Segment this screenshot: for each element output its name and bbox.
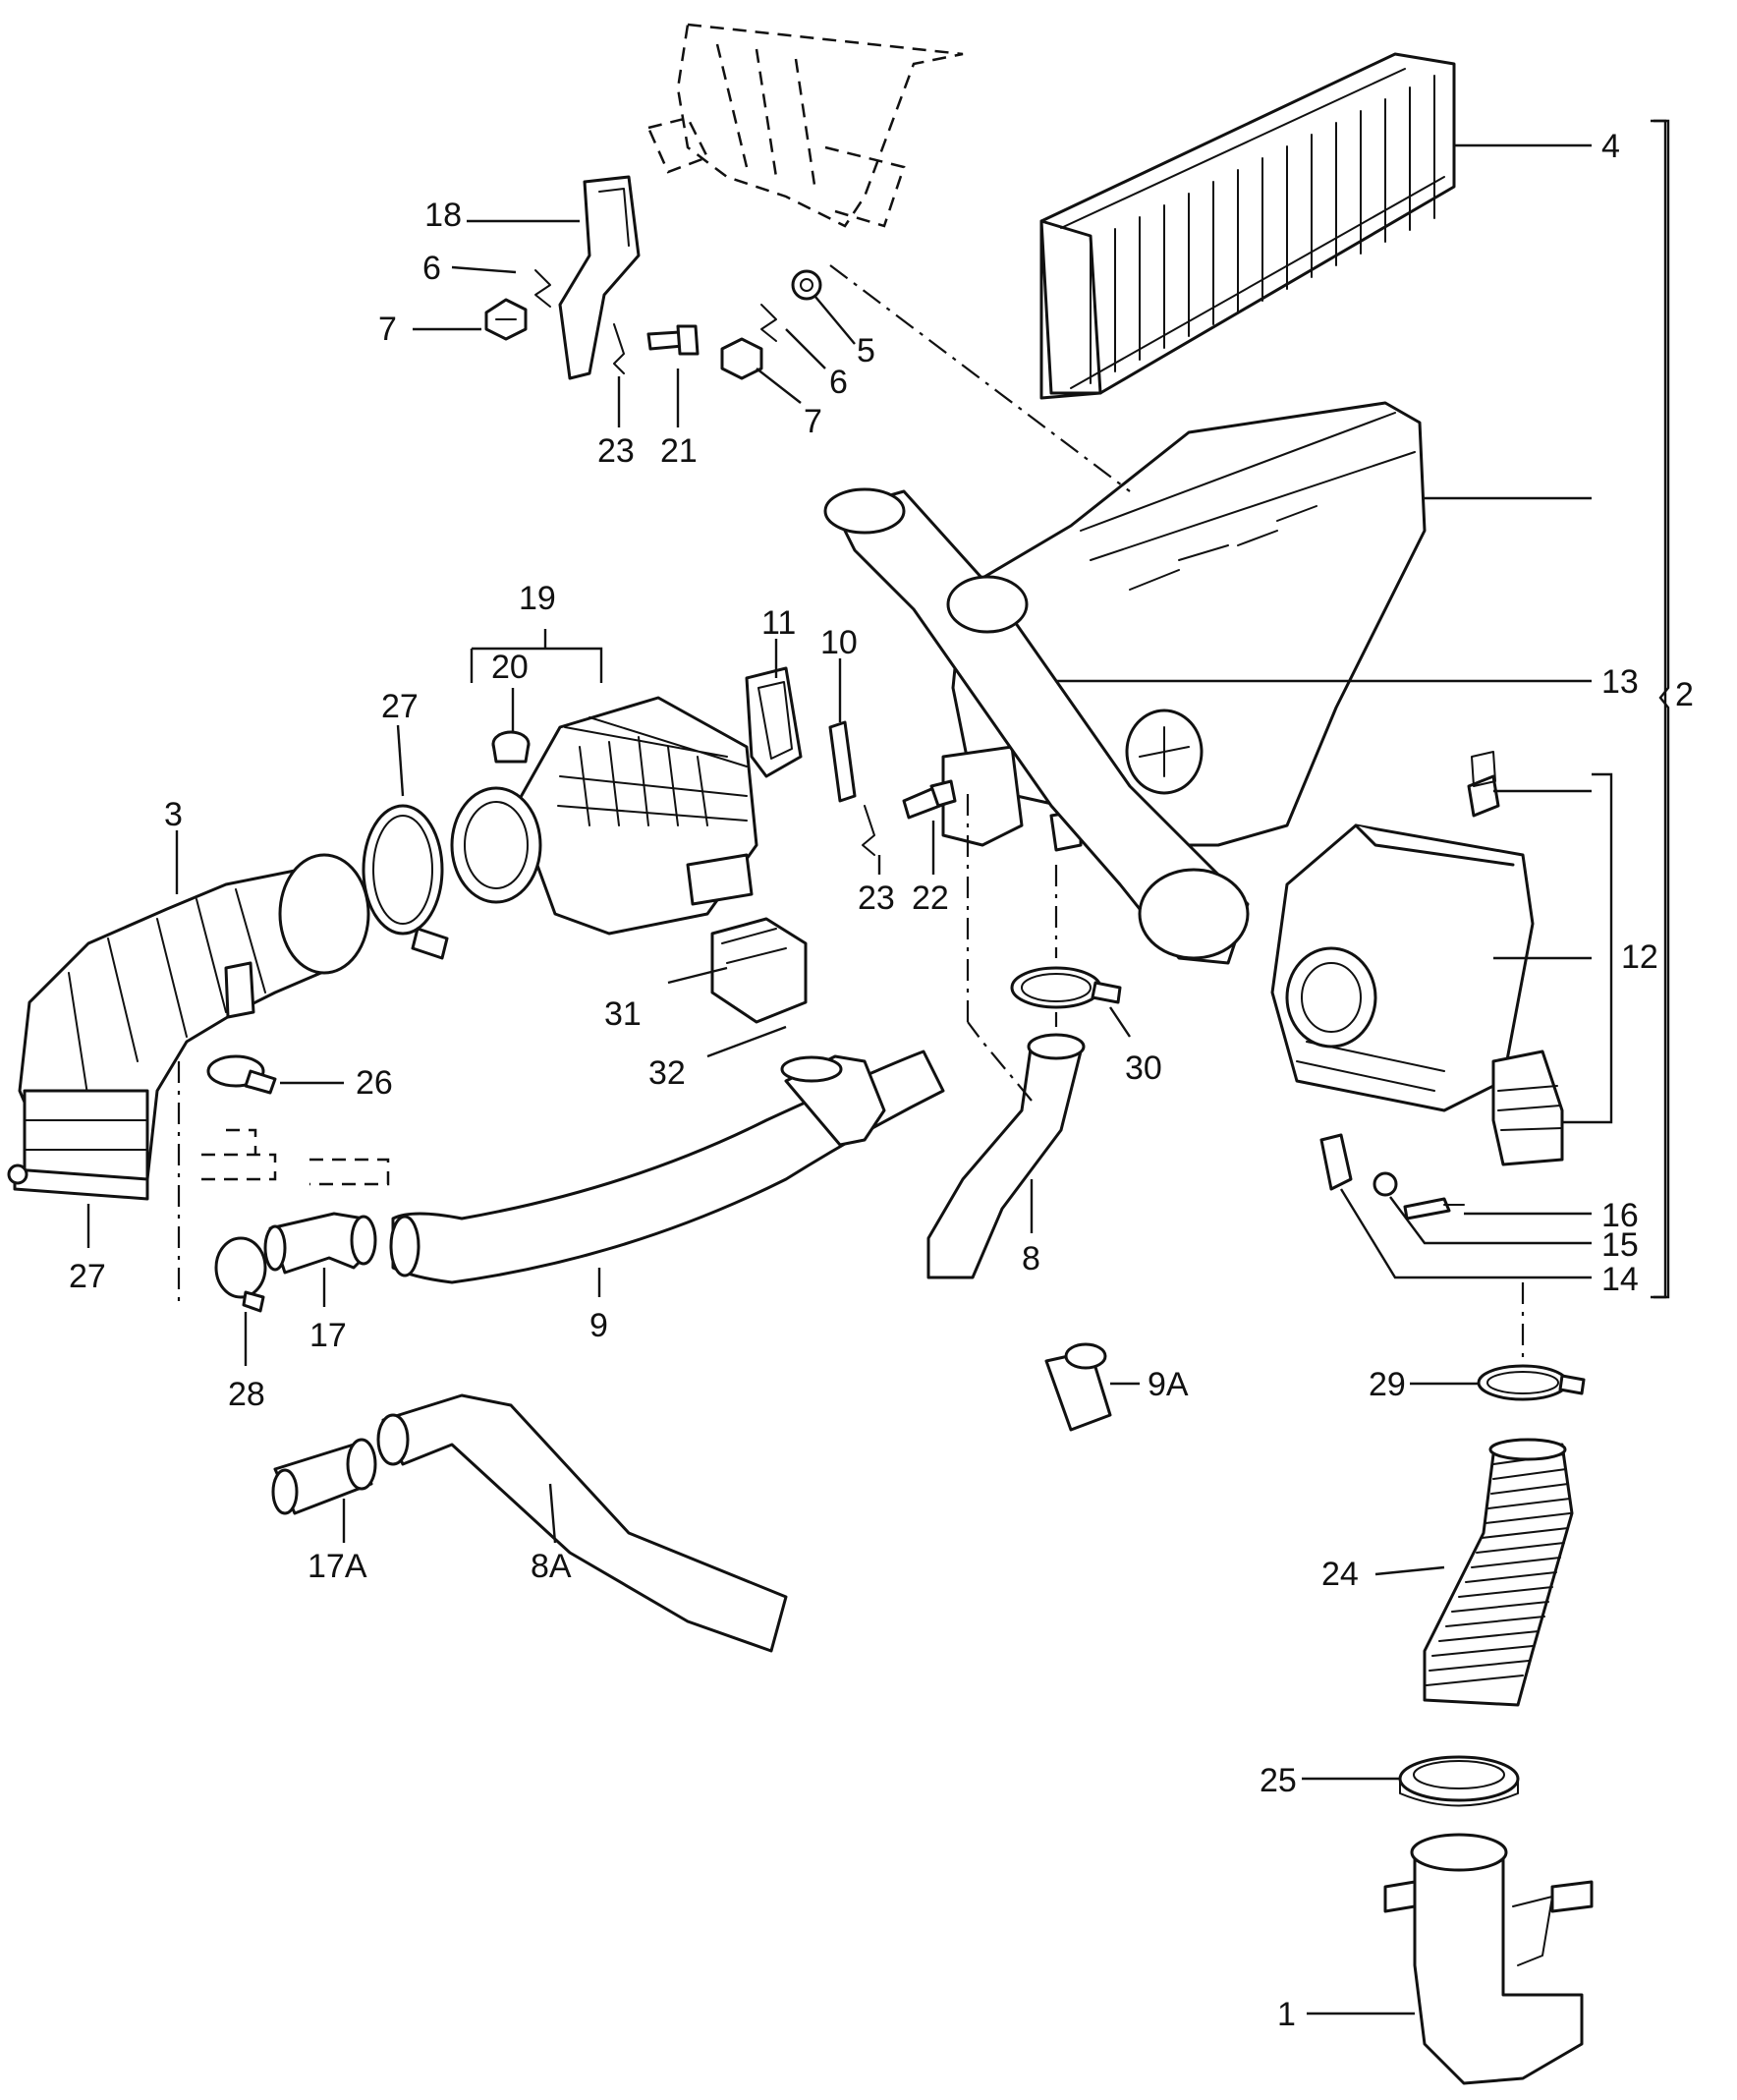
callout-8A: 8A [531, 1548, 572, 1585]
hose-8A [376, 1393, 788, 1653]
callout-17A: 17A [308, 1548, 367, 1585]
intake-pipe [1383, 1833, 1594, 2085]
connector-17A [271, 1438, 377, 1515]
assembly-lines [177, 264, 1525, 1361]
callout-16: 16 [1601, 1197, 1639, 1234]
callout-20: 20 [491, 649, 529, 686]
hose-8 [926, 1033, 1086, 1279]
callout-21: 21 [660, 432, 698, 470]
callouts: 4 13 2 12 16 15 14 29 24 25 1 9A 30 8 18… [69, 128, 1694, 2033]
callout-22: 22 [912, 880, 949, 917]
rubber-boot [780, 1054, 886, 1147]
air-filter-element [1039, 52, 1456, 400]
callout-27b: 27 [69, 1258, 106, 1295]
grommet [491, 730, 531, 764]
callout-14: 14 [1601, 1261, 1639, 1298]
tee-fitting-dashed [201, 1128, 390, 1186]
callout-9A: 9A [1148, 1366, 1189, 1403]
callout-19: 19 [519, 580, 556, 617]
callout-23b: 23 [858, 880, 895, 917]
callout-7a: 7 [378, 311, 397, 348]
callout-17: 17 [309, 1317, 347, 1354]
callout-2: 2 [1675, 676, 1694, 713]
hose-clamps-27 [7, 804, 449, 1201]
intake-elbow-hose [18, 853, 370, 1181]
connector-9A [1044, 1342, 1112, 1432]
corrugated-hose [1423, 1438, 1574, 1707]
callout-6b: 6 [829, 364, 848, 401]
callout-18: 18 [424, 197, 462, 234]
filter-pleats [1090, 75, 1435, 384]
callout-3: 3 [164, 796, 183, 833]
small-clamps [206, 1054, 277, 1313]
gaskets [745, 666, 857, 803]
clamp-30 [1010, 966, 1122, 1009]
callout-31: 31 [604, 995, 642, 1033]
callout-26: 26 [356, 1064, 393, 1102]
hose-9 [389, 1050, 945, 1284]
callout-24: 24 [1321, 1556, 1359, 1593]
callout-9: 9 [589, 1307, 608, 1344]
callout-4: 4 [1601, 128, 1620, 165]
screw-washer-clip [1319, 1133, 1465, 1220]
callout-15: 15 [1601, 1226, 1639, 1264]
callout-27a: 27 [381, 688, 419, 725]
callout-32: 32 [648, 1054, 686, 1092]
callout-28: 28 [228, 1376, 265, 1413]
group-brackets [1653, 119, 1670, 1299]
nuts-washers [484, 269, 822, 380]
seal-ring [1398, 1755, 1520, 1807]
callout-6a: 6 [422, 250, 441, 287]
callout-30: 30 [1125, 1050, 1162, 1087]
callout-8: 8 [1022, 1240, 1040, 1277]
intake-duct [823, 487, 1250, 965]
bolts-and-clips [558, 175, 957, 856]
body-outline-dashed [646, 23, 964, 228]
callout-10: 10 [820, 624, 858, 661]
connector-plug [710, 917, 808, 1024]
callout-5: 5 [857, 332, 875, 369]
clamp-29 [1477, 1364, 1586, 1401]
callout-13: 13 [1601, 663, 1639, 701]
callout-25: 25 [1260, 1762, 1297, 1799]
callout-23a: 23 [597, 432, 635, 470]
resonator-housing [1270, 751, 1564, 1166]
callout-11: 11 [761, 604, 796, 642]
elbow-connector [263, 1212, 377, 1275]
callout-7b: 7 [804, 403, 822, 440]
callout-29: 29 [1369, 1366, 1406, 1403]
callout-1: 1 [1277, 1996, 1296, 2033]
callout-12: 12 [1621, 938, 1658, 976]
air-mass-meter [450, 696, 758, 936]
